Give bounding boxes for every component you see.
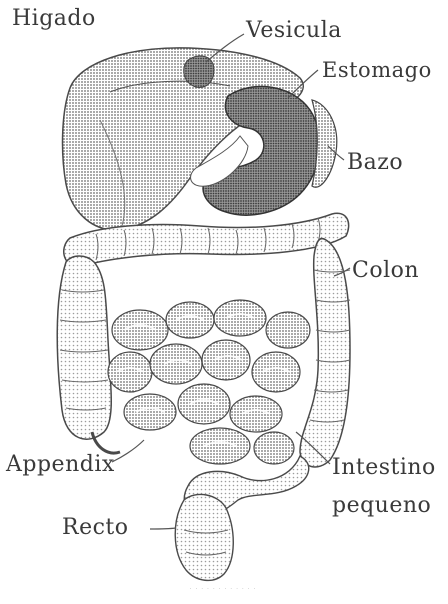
label-appendix: Appendix xyxy=(6,452,115,477)
label-bazo: Bazo xyxy=(347,150,403,175)
faint-credit-line: · · · · · · · · · · · · xyxy=(118,586,328,593)
ascending-colon-shape xyxy=(57,256,111,439)
label-intestino-pequeno: Intestino pequeno xyxy=(332,449,436,525)
rectum-shape xyxy=(175,494,233,580)
label-recto: Recto xyxy=(62,515,129,540)
label-estomago: Estomago xyxy=(322,58,432,82)
label-intestino-line2: pequeno xyxy=(332,487,436,525)
leader-recto xyxy=(150,528,176,529)
gallbladder-shape xyxy=(184,56,214,88)
leader-appendix xyxy=(112,440,144,462)
label-vesicula: Vesicula xyxy=(246,18,342,43)
label-higado: Higado xyxy=(12,6,96,31)
label-intestino-line1: Intestino xyxy=(332,449,436,487)
label-colon: Colon xyxy=(352,258,419,283)
